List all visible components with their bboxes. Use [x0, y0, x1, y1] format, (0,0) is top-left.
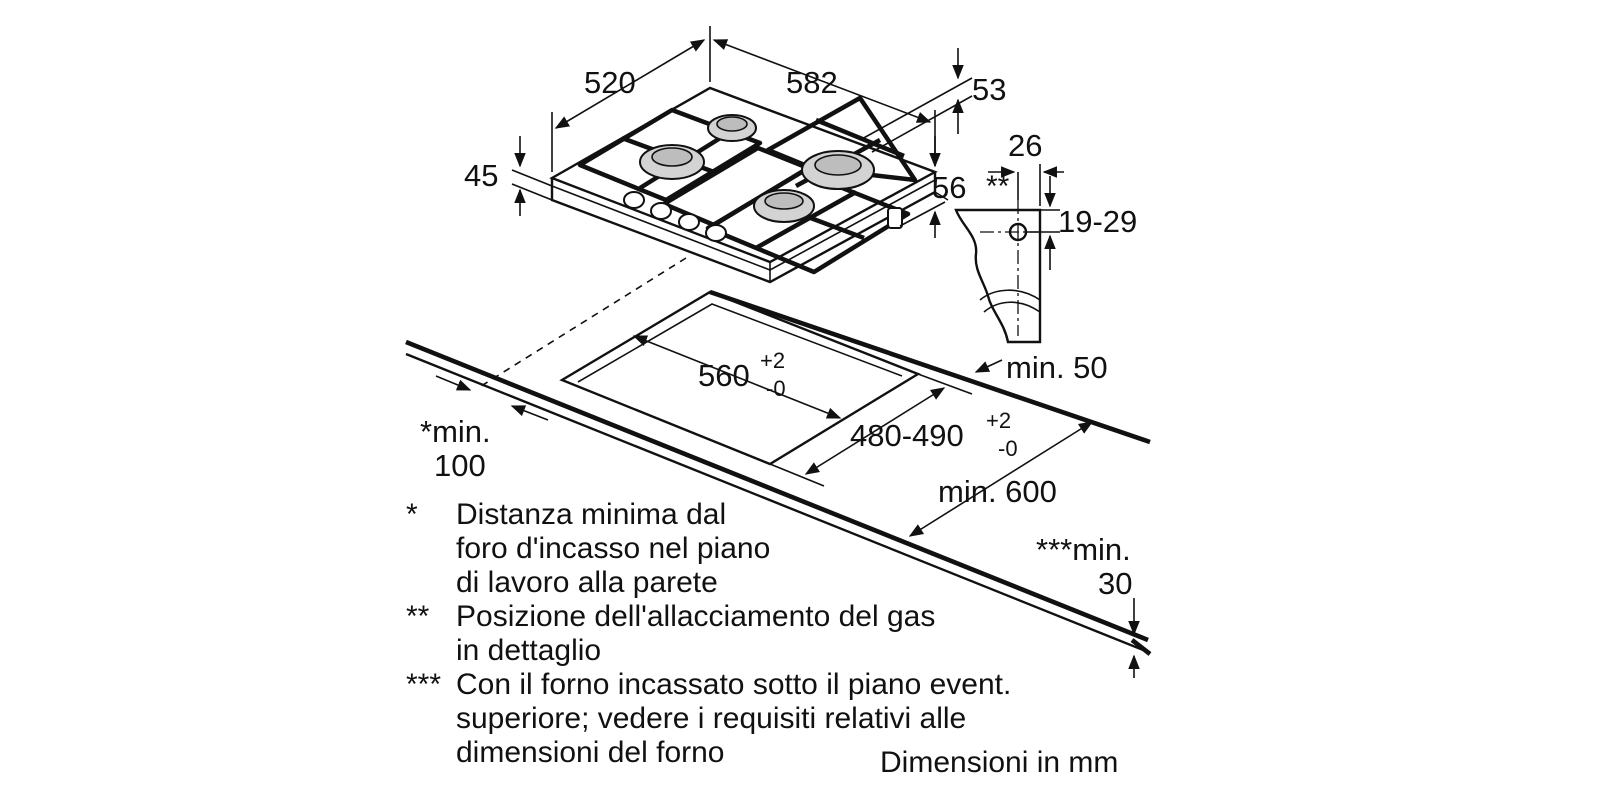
- dim-depth: 520: [584, 65, 636, 100]
- note-3-marker: ***: [406, 668, 441, 701]
- countertop-back-edge: [709, 289, 1151, 445]
- dim-cutout-width-tol-upper: +2: [760, 348, 785, 373]
- footnotes: * Distanza minima dal foro d'incasso nel…: [406, 498, 1118, 779]
- note-1-marker: *: [406, 498, 418, 531]
- note-3-line-1: Con il forno incassato sotto il piano ev…: [456, 668, 1011, 701]
- note-2-marker: **: [406, 600, 430, 633]
- note-3-line-3: dimensioni del forno: [456, 736, 725, 769]
- dim-front-height: 53: [972, 72, 1006, 107]
- knobs: [623, 191, 903, 242]
- dim-gas-offset: 26: [1008, 128, 1042, 163]
- dim-cutout-width: 560: [698, 358, 750, 393]
- note-1-line-3: di lavoro alla parete: [456, 566, 718, 599]
- knob-icon: [678, 213, 700, 231]
- dim-width: 582: [786, 65, 838, 100]
- units-note: Dimensioni in mm: [880, 746, 1118, 779]
- dim-min-wall-line2: 100: [434, 448, 486, 483]
- dim-cutout-depth-tol-lower: -0: [998, 436, 1018, 461]
- dim-cutout-depth: 480-490: [850, 418, 964, 453]
- countertop-front-edge: [405, 339, 1149, 643]
- dim-gas-height: 19-29: [1058, 204, 1137, 239]
- gas-marker: **: [986, 170, 1010, 203]
- dim-min-below-line1: ***min.: [1036, 532, 1131, 567]
- knob-icon: [650, 202, 672, 220]
- dim-min-wall-line1: *min.: [420, 414, 491, 449]
- dimension-labels: 520 582 53 45 56 26 19-29 ** 560 +2 -0 4…: [420, 65, 1137, 601]
- countertop-dimensions: [435, 335, 1140, 678]
- note-3-line-2: superiore; vedere i requisiti relativi a…: [456, 702, 966, 735]
- dim-cutout-depth-tol-upper: +2: [986, 408, 1011, 433]
- note-2-line-2: in dettaglio: [456, 634, 601, 667]
- note-1-line-1: Distanza minima dal: [456, 498, 726, 531]
- note-1-line-2: foro d'incasso nel piano: [456, 532, 770, 565]
- knob-icon: [623, 191, 645, 209]
- gas-connector-icon: [887, 207, 903, 229]
- knob-icon: [705, 224, 727, 242]
- dim-min-back: min. 50: [1006, 350, 1108, 385]
- cooktop-dimensions: [511, 26, 973, 238]
- dim-min-below-line2: 30: [1098, 566, 1132, 601]
- dim-min-front: min. 600: [938, 474, 1057, 509]
- dim-side-height: 56: [932, 170, 966, 205]
- note-2-line-1: Posizione dell'allacciamento del gas: [456, 600, 935, 633]
- hob-profile: [954, 208, 1042, 344]
- gas-connection-detail: [954, 164, 1064, 344]
- dim-height-left: 45: [464, 158, 498, 193]
- cooktop-drawing: [549, 86, 938, 284]
- dim-cutout-width-tol-lower: -0: [766, 376, 786, 401]
